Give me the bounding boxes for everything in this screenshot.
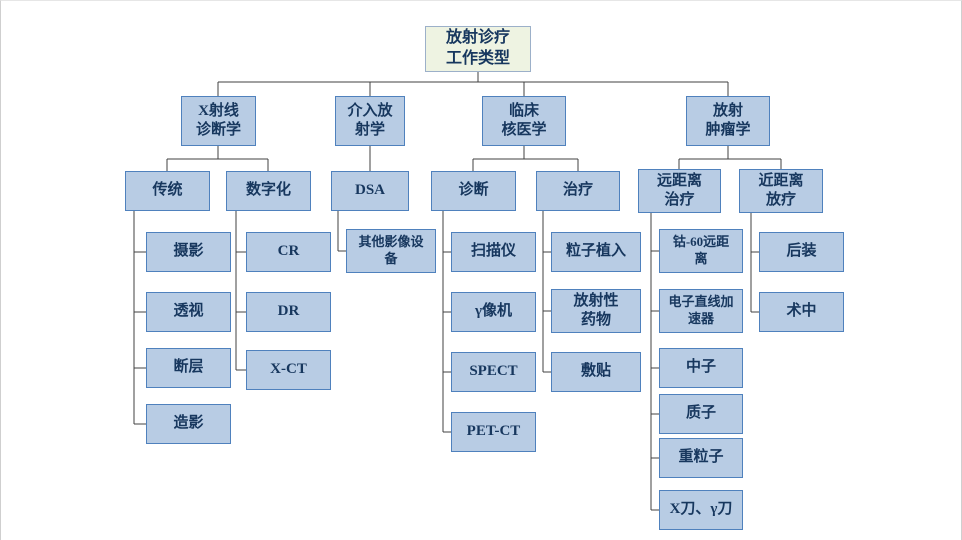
node-dr: DR: [246, 292, 331, 332]
node-heavy-ion: 重粒子: [659, 438, 743, 478]
node-x-ct: X-CT: [246, 350, 331, 390]
node-radiopharmaceuticals: 放射性 药物: [551, 289, 641, 333]
node-other-imaging-equipment: 其他影像设 备: [346, 229, 436, 273]
node-brachytherapy: 近距离 放疗: [739, 169, 823, 213]
node-fluoroscopy: 透视: [146, 292, 231, 332]
node-radiation-oncology: 放射 肿瘤学: [686, 96, 770, 146]
node-clinical-nuclear-medicine: 临床 核医学: [482, 96, 566, 146]
node-neutron: 中子: [659, 348, 743, 388]
node-dsa: DSA: [331, 171, 409, 211]
node-tomography: 断层: [146, 348, 231, 388]
node-traditional: 传统: [125, 171, 210, 211]
node-digital: 数字化: [226, 171, 311, 211]
node-linear-accelerator: 电子直线加 速器: [659, 289, 743, 333]
node-intraoperative: 术中: [759, 292, 844, 332]
node-radiography: 摄影: [146, 232, 231, 272]
node-interventional-radiology: 介入放 射学: [335, 96, 405, 146]
node-cobalt-60-teletherapy: 钴-60远距 离: [659, 229, 743, 273]
node-afterloading: 后装: [759, 232, 844, 272]
node-x-knife-gamma-knife: X刀、γ刀: [659, 490, 743, 530]
node-contrast-imaging: 造影: [146, 404, 231, 444]
node-diagnosis: 诊断: [431, 171, 516, 211]
node-scanner: 扫描仪: [451, 232, 536, 272]
node-gamma-camera: γ像机: [451, 292, 536, 332]
node-cr: CR: [246, 232, 331, 272]
node-pet-ct: PET-CT: [451, 412, 536, 452]
node-spect: SPECT: [451, 352, 536, 392]
node-proton: 质子: [659, 394, 743, 434]
node-xray-diagnostics: X射线 诊断学: [181, 96, 256, 146]
node-root: 放射诊疗 工作类型: [425, 26, 531, 72]
node-teletherapy: 远距离 治疗: [638, 169, 721, 213]
node-particle-implantation: 粒子植入: [551, 232, 641, 272]
node-treatment: 治疗: [536, 171, 620, 211]
node-applicator: 敷贴: [551, 352, 641, 392]
